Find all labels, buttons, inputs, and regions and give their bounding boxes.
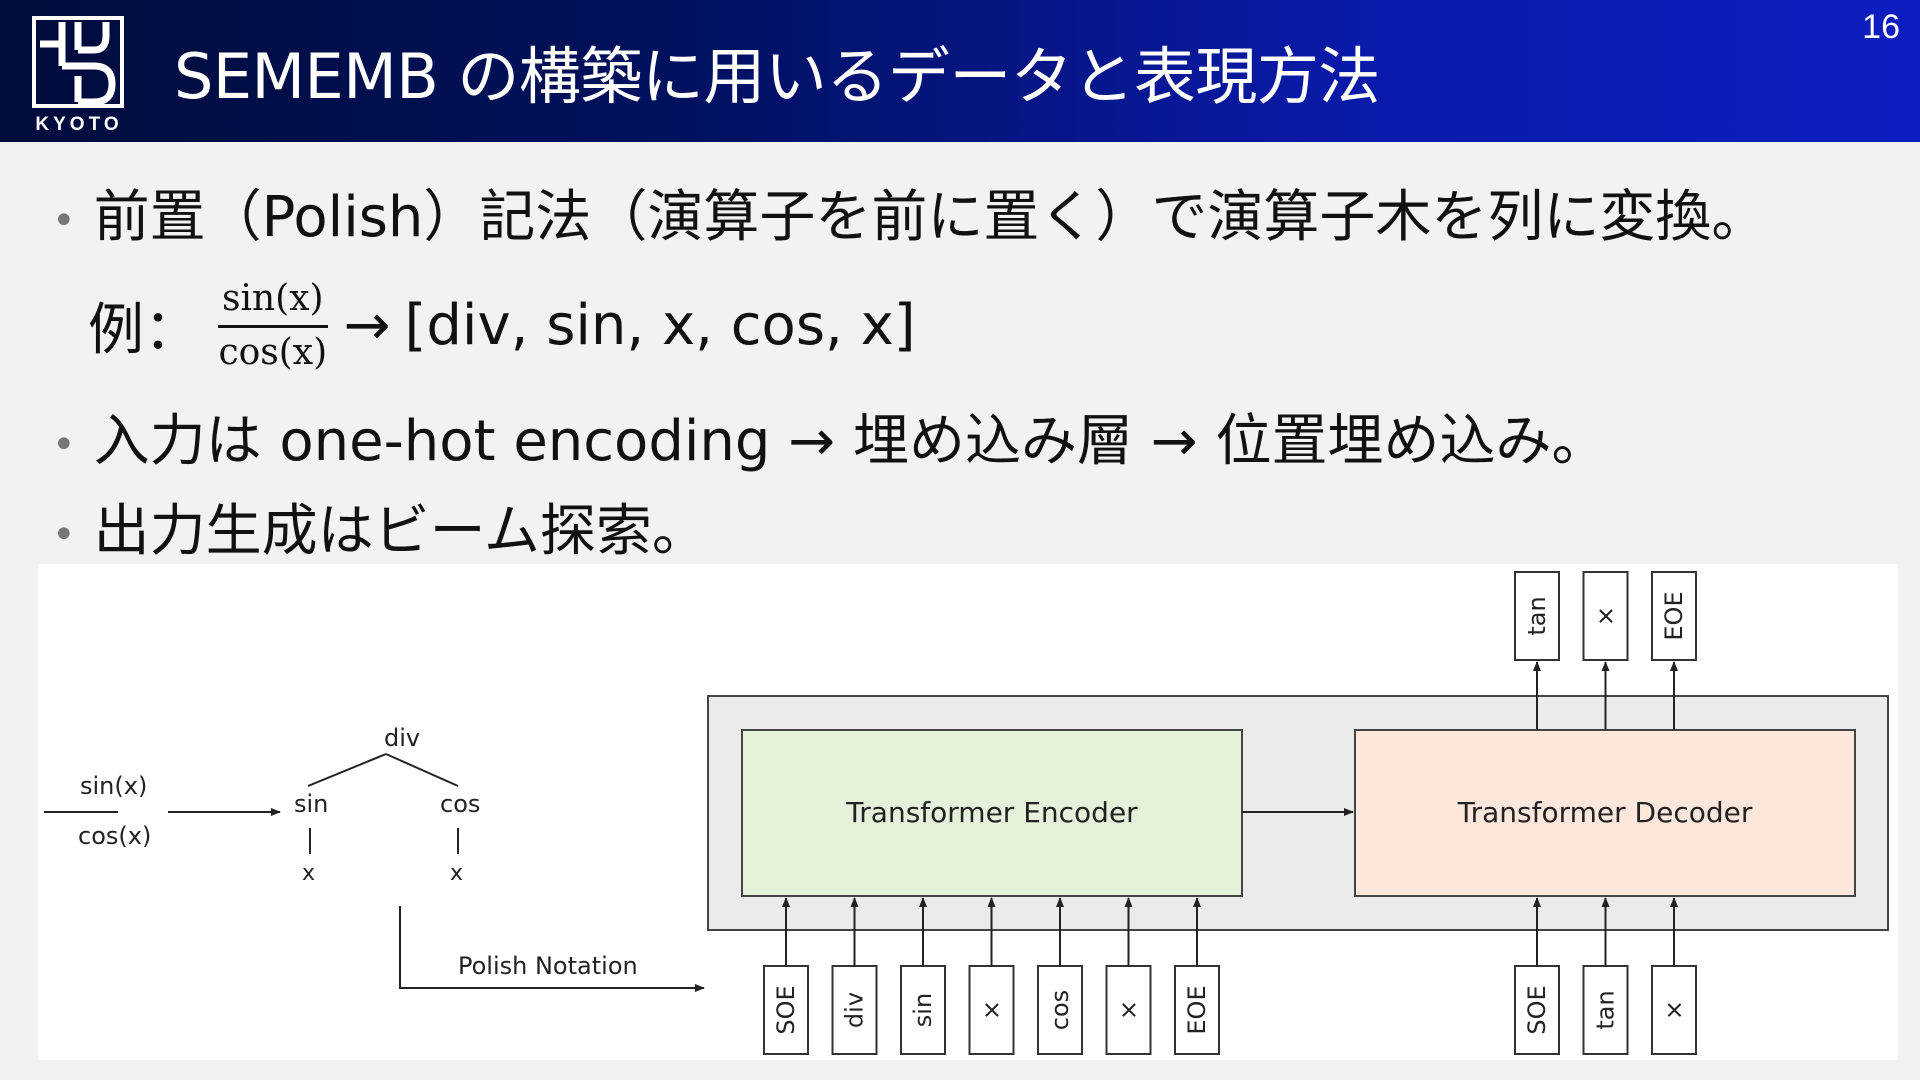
bullet-dot: •	[52, 511, 76, 558]
encoder-input-token: div	[831, 965, 878, 1055]
decoder-input-token-box	[1651, 965, 1697, 1055]
kyoto-university-logo: KYOTO	[28, 16, 130, 138]
example-line: 例： sin(x) cos(x) → [div, sin, x, cos, x]	[88, 270, 916, 380]
kyoto-logo-mark	[32, 16, 124, 108]
encoder-input-token-box	[1105, 965, 1152, 1055]
decoder-input-token: tan	[1582, 965, 1629, 1055]
polish-notation-label: Polish Notation	[458, 952, 638, 980]
decoder-input-token-label: tan	[1592, 990, 1620, 1029]
decoder-input-token-box	[1514, 965, 1560, 1055]
decoder-input-token-box	[1582, 965, 1629, 1055]
encoder-input-token-label: ×	[978, 1000, 1006, 1020]
decoder-input-token: SOE	[1514, 965, 1560, 1055]
encoder-input-token: EOE	[1174, 965, 1220, 1055]
encoder-input-token-label: sin	[909, 993, 937, 1027]
fraction-numerator: sin(x)	[218, 278, 328, 328]
example-fraction: sin(x) cos(x)	[218, 278, 328, 373]
decoder-output-token-box	[1514, 571, 1560, 661]
decoder-input-token-label: SOE	[1523, 985, 1551, 1034]
decoder-output-token-box	[1582, 571, 1629, 661]
tree-root: div	[384, 724, 420, 752]
decoder-output-token: EOE	[1651, 571, 1697, 661]
bullet-text: 入力は one-hot encoding → 埋め込み層 → 位置埋め込み。	[93, 409, 1608, 474]
encoder-input-token: sin	[900, 965, 946, 1055]
bullet-item: • 出力生成はビーム探索。	[52, 486, 708, 567]
bullet-text: 出力生成はビーム探索。	[93, 499, 708, 564]
bullet-dot: •	[52, 421, 76, 468]
encoder-input-token-box	[831, 965, 878, 1055]
example-label: 例：	[88, 297, 200, 363]
fraction-denominator: cos(x)	[218, 331, 328, 373]
encoder-input-token-label: EOE	[1183, 985, 1211, 1034]
logo-text: KYOTO	[35, 114, 123, 135]
decoder-output-token-box	[1651, 571, 1697, 661]
encoder-input-token: SOE	[763, 965, 809, 1055]
example-arrow: →	[343, 292, 391, 358]
token-groups: SOE div sin × cos × EOE SOE tan × tan × EOE	[763, 571, 1697, 1055]
encoder-input-token-label: cos	[1046, 990, 1074, 1030]
encoder-input-token: ×	[968, 965, 1015, 1055]
encoder-box	[741, 729, 1243, 897]
diagram-canvas: sin(x) cos(x) div sin cos x x Polish Not…	[44, 571, 1889, 1055]
encoder-label: Transformer Encoder	[845, 796, 1138, 829]
architecture-diagram: sin(x) cos(x) div sin cos x x Polish Not…	[38, 564, 1898, 1060]
tree-edge	[307, 753, 387, 787]
encoder-input-token-label: ×	[1115, 1000, 1143, 1020]
tree-right: cos	[440, 790, 480, 818]
decoder-output-token-label: EOE	[1660, 591, 1688, 640]
page-number: 16	[1862, 8, 1900, 46]
diagram-fraction-numerator: sin(x)	[80, 772, 147, 800]
bullet-item: • 入力は one-hot encoding → 埋め込み層 → 位置埋め込み。	[52, 396, 1608, 477]
encoder-input-token: cos	[1037, 965, 1083, 1055]
example-sequence: [div, sin, x, cos, x]	[404, 292, 916, 358]
bullet-text: 前置（Polish）記法（演算子を前に置く）で演算子木を列に変換。	[93, 185, 1768, 250]
encoder-input-token-box	[968, 965, 1015, 1055]
diagram-fraction-denominator: cos(x)	[78, 822, 151, 850]
encoder-input-token-label: SOE	[772, 985, 800, 1034]
decoder-output-token: tan	[1514, 571, 1560, 661]
slide-title: SEMEMB の構築に用いるデータと表現方法	[174, 40, 1380, 113]
decoder-output-token-label: tan	[1523, 596, 1551, 635]
tree-edge	[385, 753, 459, 787]
decoder-label: Transformer Decoder	[1457, 796, 1753, 829]
decoder-output-token: ×	[1582, 571, 1629, 661]
encoder-input-token: ×	[1105, 965, 1152, 1055]
header-bar: KYOTO SEMEMB の構築に用いるデータと表現方法 16	[0, 0, 1920, 142]
encoder-input-token-box	[1174, 965, 1220, 1055]
bullet-dot: •	[52, 197, 76, 244]
decoder-output-token-label: ×	[1592, 606, 1620, 626]
tree-right-leaf: x	[450, 861, 463, 886]
bullet-item: • 前置（Polish）記法（演算子を前に置く）で演算子木を列に変換。	[52, 172, 1767, 253]
polish-notation-arrow	[399, 906, 705, 992]
encoder-input-token-label: div	[841, 992, 869, 1028]
decoder-input-token-label: ×	[1660, 1000, 1688, 1020]
tree-left-leaf: x	[302, 861, 315, 886]
decoder-input-token: ×	[1651, 965, 1697, 1055]
tree-left: sin	[294, 790, 328, 818]
decoder-box	[1354, 729, 1856, 897]
